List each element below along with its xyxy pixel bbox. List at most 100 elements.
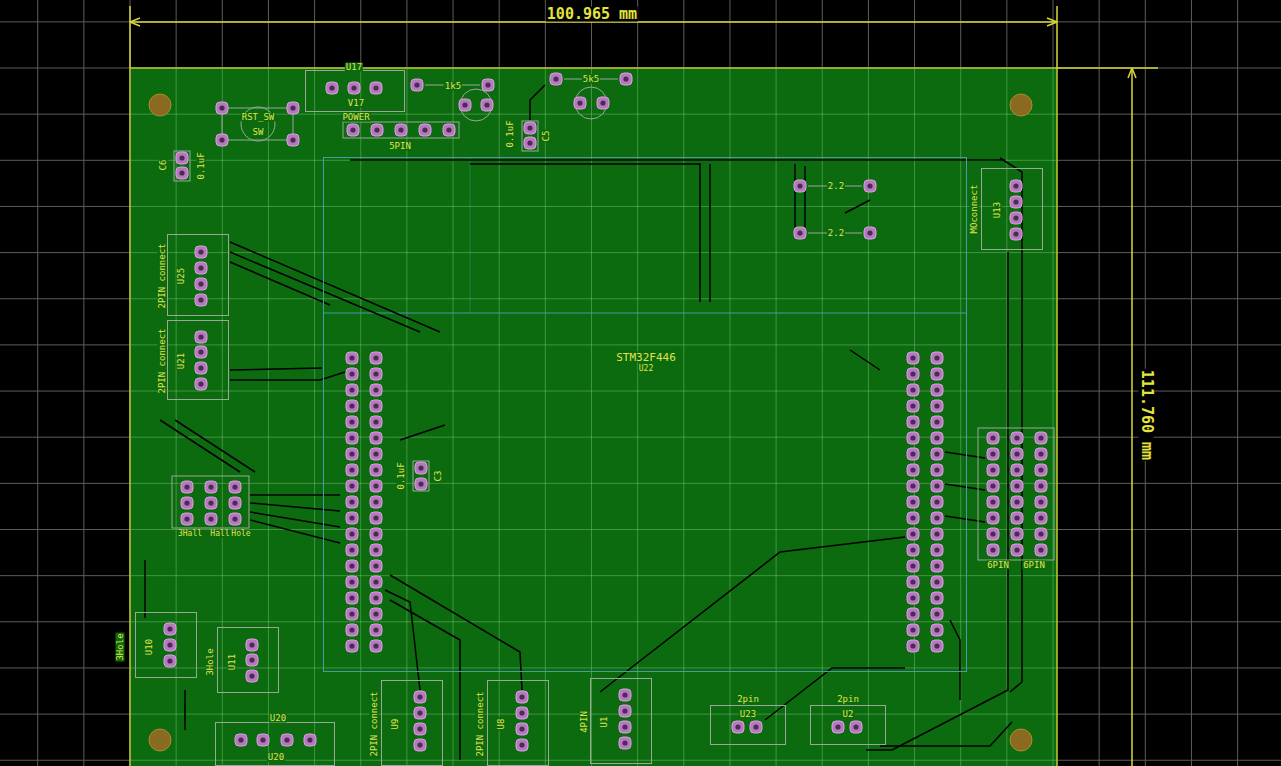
solder-pad: [931, 512, 943, 524]
drill-hole: [349, 579, 354, 584]
connector-footprint: 2PIN connectU8: [487, 680, 549, 766]
silkscreen-label: 5k5: [582, 75, 600, 84]
solder-pad: [1035, 432, 1047, 444]
copper-trace: [950, 620, 960, 700]
solder-pad: [619, 689, 631, 701]
solder-pad: [907, 560, 919, 572]
solder-pad: [732, 721, 744, 733]
drill-hole: [462, 102, 467, 107]
grid-line: [0, 344, 1281, 345]
copper-trace: [530, 85, 545, 120]
board-grid: [130, 68, 1057, 766]
solder-pad: [414, 691, 426, 703]
solder-pad: [346, 576, 358, 588]
footprint-outline: [413, 461, 429, 491]
grid-line: [130, 667, 1057, 668]
copper-trace: [184, 690, 186, 730]
drill-hole: [208, 484, 213, 489]
drill-hole: [910, 483, 915, 488]
solder-pad: [370, 576, 382, 588]
solder-pad: [346, 544, 358, 556]
drill-hole: [934, 419, 939, 424]
part-label: 4PIN: [580, 710, 589, 734]
footprint-outline: [174, 151, 190, 181]
drill-hole: [934, 547, 939, 552]
grid-line: [130, 252, 1057, 253]
copper-trace: [144, 560, 146, 618]
connector-footprint: 3HoleU11: [217, 627, 279, 693]
solder-pad: [931, 448, 943, 460]
drill-hole: [1038, 499, 1043, 504]
drill-hole: [349, 531, 354, 536]
copper-trace: [845, 200, 870, 213]
drill-hole: [1013, 199, 1018, 204]
solder-pad: [195, 346, 207, 358]
solder-pad: [370, 496, 382, 508]
grid-line: [1191, 0, 1192, 766]
drill-hole: [910, 387, 915, 392]
solder-pad: [346, 640, 358, 652]
drill-hole: [622, 692, 627, 697]
drill-hole: [373, 355, 378, 360]
solder-pad: [1011, 496, 1023, 508]
solder-pad: [205, 481, 217, 493]
solder-pad: [346, 480, 358, 492]
drill-hole: [934, 371, 939, 376]
solder-pad: [1035, 528, 1047, 540]
drill-hole: [417, 742, 422, 747]
silkscreen-label: 2.2: [827, 182, 845, 191]
copper-trace: [230, 252, 420, 332]
copper-trace: [804, 166, 806, 228]
solder-pad: [1011, 528, 1023, 540]
solder-pad: [443, 124, 455, 136]
solder-pad: [794, 227, 806, 239]
drill-hole: [374, 127, 379, 132]
solder-pad: [370, 512, 382, 524]
drill-hole: [232, 484, 237, 489]
grid-line: [130, 160, 1057, 161]
solder-pad: [195, 378, 207, 390]
drill-hole: [349, 627, 354, 632]
drill-hole: [249, 673, 254, 678]
drill-hole: [1014, 499, 1019, 504]
solder-pad: [257, 734, 269, 746]
solder-pad: [346, 496, 358, 508]
silkscreen-label: SW: [252, 128, 265, 137]
solder-pad: [346, 352, 358, 364]
copper-trace: [794, 164, 796, 228]
dimension-text: 100.965 mm: [546, 7, 638, 22]
solder-pad: [346, 624, 358, 636]
solder-pad: [414, 723, 426, 735]
solder-pad: [907, 368, 919, 380]
grid-line: [729, 68, 730, 766]
copper-trace: [470, 164, 700, 302]
drill-hole: [484, 102, 489, 107]
drill-hole: [910, 531, 915, 536]
drill-hole: [373, 611, 378, 616]
drill-hole: [867, 183, 872, 188]
dimension-line: [1131, 68, 1133, 766]
pads: [164, 73, 1047, 751]
solder-pad: [931, 496, 943, 508]
part-label: 2PIN connect: [158, 327, 167, 394]
drill-hole: [622, 724, 627, 729]
solder-pad: [246, 639, 258, 651]
solder-pad: [516, 691, 528, 703]
solder-pad: [516, 707, 528, 719]
solder-pad: [181, 497, 193, 509]
drill-hole: [934, 579, 939, 584]
solder-pad: [516, 723, 528, 735]
solder-pad: [370, 352, 382, 364]
drill-hole: [1014, 467, 1019, 472]
grid-line: [406, 0, 407, 766]
drill-hole: [990, 435, 995, 440]
drill-hole: [184, 484, 189, 489]
grid-line: [637, 0, 638, 766]
drill-hole: [179, 155, 184, 160]
solder-pad: [395, 124, 407, 136]
grid-line: [683, 68, 684, 766]
drill-hole: [934, 387, 939, 392]
drill-hole: [373, 515, 378, 520]
footprint-outline: [343, 122, 459, 138]
solder-pad: [370, 368, 382, 380]
